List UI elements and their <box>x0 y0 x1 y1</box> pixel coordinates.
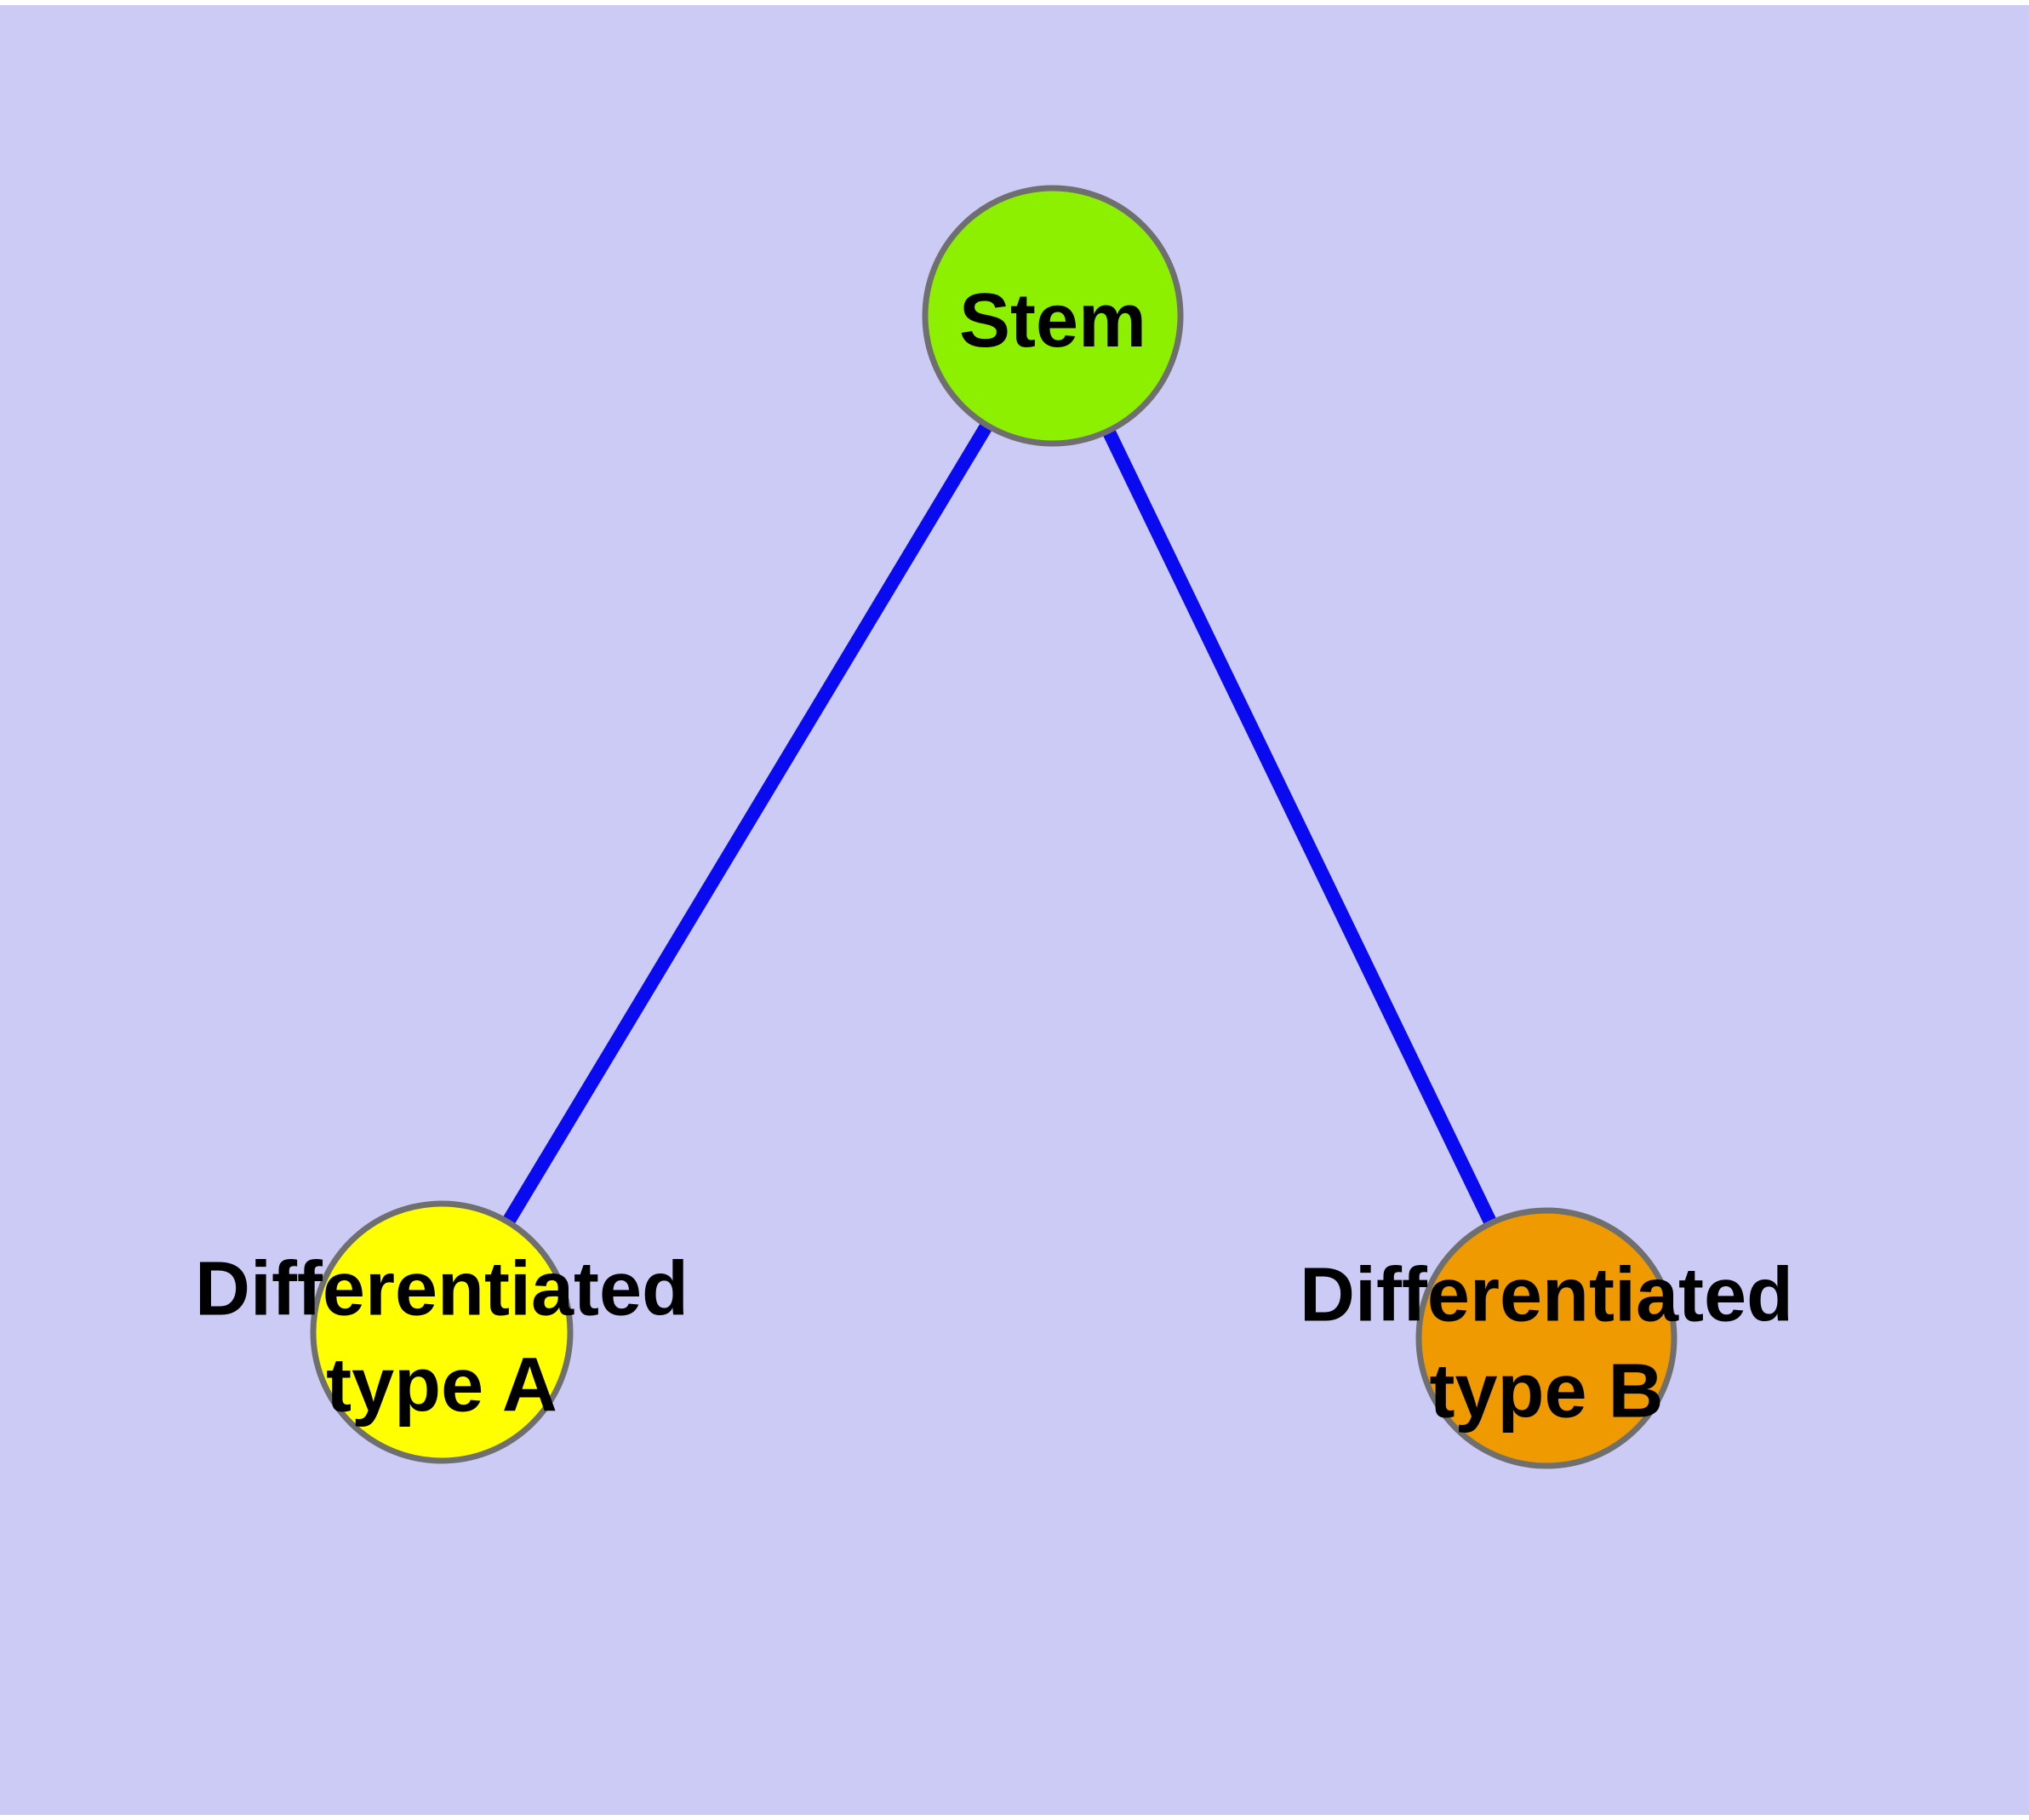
node-differentiated-type-b-circle <box>1415 1207 1677 1469</box>
node-differentiated-type-a-label-line-0: Differentiated <box>195 1247 689 1332</box>
node-differentiated-type-b: Differentiated type B <box>1300 1207 1793 1469</box>
node-stem-circle <box>922 185 1184 447</box>
node-differentiated-type-a-label: Differentiated type A <box>195 1247 689 1428</box>
node-differentiated-type-b-label-line-0: Differentiated <box>1300 1253 1793 1338</box>
node-differentiated-type-a: Differentiated type A <box>195 1200 689 1464</box>
node-differentiated-type-a-label-line-1: type A <box>326 1343 557 1428</box>
edge-stem-to-differentiated-type-a <box>501 421 993 1226</box>
node-stem-label: Stem <box>959 278 1146 363</box>
node-differentiated-type-b-label-line-1: type B <box>1429 1349 1663 1434</box>
node-differentiated-type-b-label: Differentiated type B <box>1300 1253 1793 1434</box>
edge-stem-to-differentiated-type-b <box>1102 427 1497 1227</box>
node-differentiated-type-a-circle <box>310 1200 574 1464</box>
node-stem: Stem <box>922 185 1184 447</box>
node-stem-label-line-0: Stem <box>959 278 1146 363</box>
